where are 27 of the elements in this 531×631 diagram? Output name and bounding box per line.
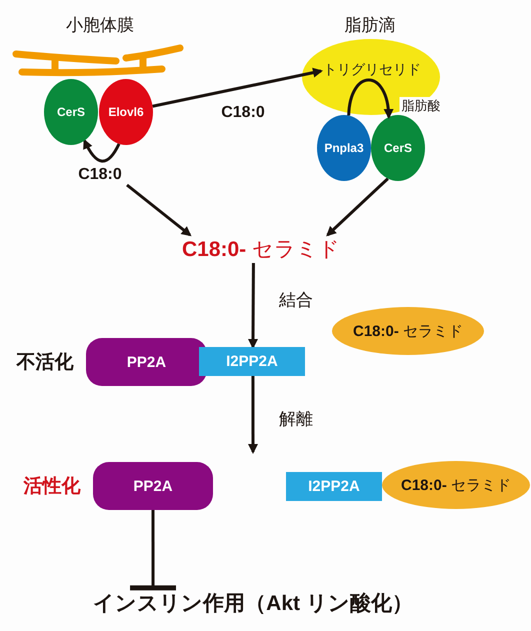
arrow — [83, 138, 120, 163]
arrow — [126, 184, 192, 236]
arrow — [248, 263, 258, 349]
protein-ellipse: CerS — [371, 115, 425, 181]
arrow — [326, 178, 389, 236]
inhibition-line — [128, 510, 179, 590]
heading-text: 脂肪滴 — [344, 14, 396, 36]
state-label: 不活化 — [16, 351, 74, 375]
protein-ellipse: Pnpla3 — [317, 115, 371, 181]
label-text: C18:0- セラミド — [150, 235, 372, 263]
label-text: トリグリセリド — [321, 60, 423, 80]
protein-box: PP2A — [93, 462, 213, 510]
ceramide-ellipse: C18:0- セラミド — [332, 307, 484, 355]
protein-ellipse: Elovl6 — [99, 79, 153, 145]
arrow — [347, 78, 394, 119]
protein-box: PP2A — [86, 338, 207, 386]
arrow — [248, 376, 258, 454]
protein-ellipse: CerS — [44, 79, 98, 145]
ceramide-ellipse: C18:0- セラミド — [382, 461, 530, 509]
label-text: インスリン作用（Akt リン酸化） — [83, 589, 423, 617]
heading-text: 小胞体膜 — [66, 14, 134, 36]
edge-label: 脂肪酸 — [400, 97, 442, 115]
protein-box: I2PP2A — [286, 472, 382, 501]
arrow — [152, 68, 323, 108]
state-label: 活性化 — [24, 475, 80, 499]
protein-box: I2PP2A — [199, 347, 305, 376]
label-text: C18:0 — [70, 165, 130, 185]
